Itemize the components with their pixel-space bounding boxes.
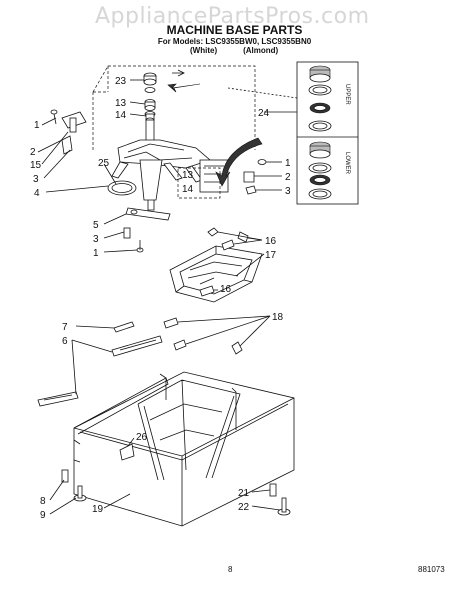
callout-15: 15 [30,160,42,171]
callout-1: 1 [34,120,40,131]
callout-24: 24 [258,108,270,119]
inset-label-lower: LOWER [344,152,350,175]
callout-4: 4 [34,188,40,199]
page-number: 8 [228,565,233,574]
callout-16-lower: 16 [220,284,232,295]
callout-14-lower: 14 [182,184,194,195]
callout-19: 19 [92,504,104,515]
callout-3-right: 3 [285,186,291,197]
side-panels [37,315,271,407]
machine-base [49,371,295,527]
bearing-kit-inset: UPPER LOWER [227,61,359,205]
callout-18: 18 [272,312,284,323]
callout-1-right: 1 [285,158,291,169]
callout-3: 3 [33,174,39,185]
callout-16: 16 [265,236,277,247]
callout-5: 5 [93,220,99,231]
variant-almond: (Almond) [243,46,279,55]
callout-2-right: 2 [285,172,291,183]
inset-label-upper: UPPER [344,84,350,105]
callout-17: 17 [265,250,277,261]
callout-8: 8 [40,496,46,507]
clamp-hardware [103,207,171,253]
callout-1-mid: 1 [93,248,99,259]
callout-25: 25 [98,158,110,169]
callout-23: 23 [115,76,127,87]
callout-22: 22 [238,502,250,513]
document-code: 881073 [418,565,445,574]
callout-3-mid: 3 [93,234,99,245]
callout-9: 9 [40,510,46,521]
variant-white: (White) [190,46,218,55]
drive-assembly [37,65,282,211]
callout-labels: 23 13 14 24 1 2 15 3 4 25 1 2 3 13 14 5 … [30,76,291,521]
watermark: AppliancePartsPros.com [95,4,370,29]
callout-26: 26 [136,432,148,443]
color-variants: (White) (Almond) [190,46,304,55]
callout-6: 6 [62,336,68,347]
callout-7: 7 [62,322,68,333]
callout-21: 21 [238,488,250,499]
tub-support-frame [169,227,265,303]
page-title: MACHINE BASE PARTS [166,23,303,37]
callout-2: 2 [30,147,36,158]
callout-13: 13 [115,98,127,109]
callout-13-lower: 13 [182,170,194,181]
callout-14: 14 [115,110,127,121]
model-numbers: For Models: LSC9355BW0, LSC9355BN0 [157,37,312,46]
